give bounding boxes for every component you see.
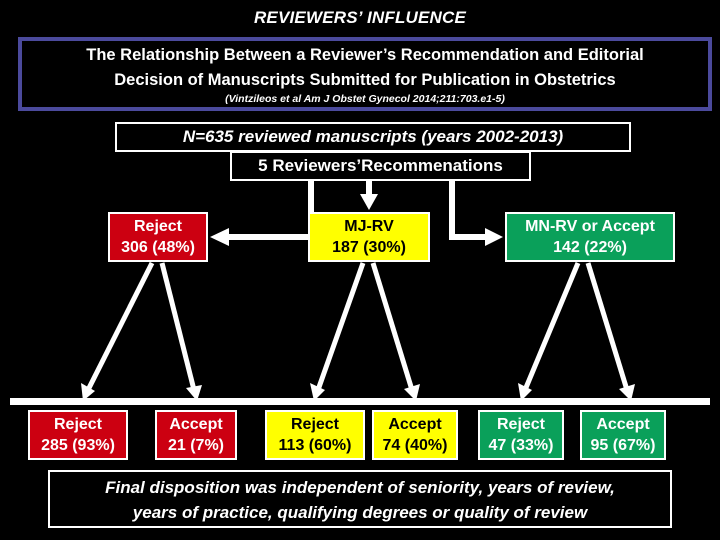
node-level2-mnrv-reject: Reject 47 (33%) (478, 410, 564, 460)
node-level2-reject-accept: Accept 21 (7%) (155, 410, 237, 460)
node-value: 113 (60%) (278, 437, 352, 454)
node-value: 142 (22%) (553, 239, 627, 256)
study-title-line-2: Decision of Manuscripts Submitted for Pu… (114, 71, 616, 89)
conclusion-box: Final disposition was independent of sen… (48, 470, 672, 528)
horizontal-divider (10, 398, 710, 405)
node-value: 285 (93%) (41, 437, 115, 454)
node-label: Accept (596, 416, 650, 433)
node-value: 74 (40%) (382, 437, 448, 454)
reviewers-recommendations-box: 5 Reviewers’Recommenations (230, 151, 531, 181)
study-citation: (Vintzileos et al Am J Obstet Gynecol 20… (225, 93, 505, 105)
conclusion-line-1: Final disposition was independent of sen… (105, 478, 615, 497)
node-value: 187 (30%) (332, 239, 406, 256)
node-label: MJ-RV (344, 218, 394, 235)
node-level1-mjrv: MJ-RV 187 (30%) (308, 212, 430, 262)
node-label: Reject (133, 218, 183, 235)
node-level1-reject: Reject 306 (48%) (108, 212, 208, 262)
node-label: Accept (169, 416, 223, 433)
node-value: 47 (33%) (488, 437, 554, 454)
node-level2-reject-reject: Reject 285 (93%) (28, 410, 128, 460)
node-level1-mnrv: MN-RV or Accept 142 (22%) (505, 212, 675, 262)
sample-size-box: N=635 reviewed manuscripts (years 2002-2… (115, 122, 631, 152)
node-label: Reject (53, 416, 103, 433)
node-level2-mjrv-accept: Accept 74 (40%) (372, 410, 458, 460)
study-title-line-1: The Relationship Between a Reviewer’s Re… (86, 46, 644, 64)
node-value: 21 (7%) (167, 437, 225, 454)
node-value: 306 (48%) (121, 239, 195, 256)
page-title: REVIEWERS’ INFLUENCE (253, 8, 467, 27)
node-label: Reject (290, 416, 340, 433)
node-label: Accept (388, 416, 442, 433)
node-level2-mjrv-reject: Reject 113 (60%) (265, 410, 365, 460)
node-level2-mnrv-accept: Accept 95 (67%) (580, 410, 666, 460)
conclusion-line-2: years of practice, qualifying degrees or… (132, 503, 588, 522)
study-title-box: The Relationship Between a Reviewer’s Re… (18, 37, 712, 111)
node-label: Reject (496, 416, 546, 433)
node-label: MN-RV or Accept (525, 218, 655, 235)
node-value: 95 (67%) (590, 437, 656, 454)
